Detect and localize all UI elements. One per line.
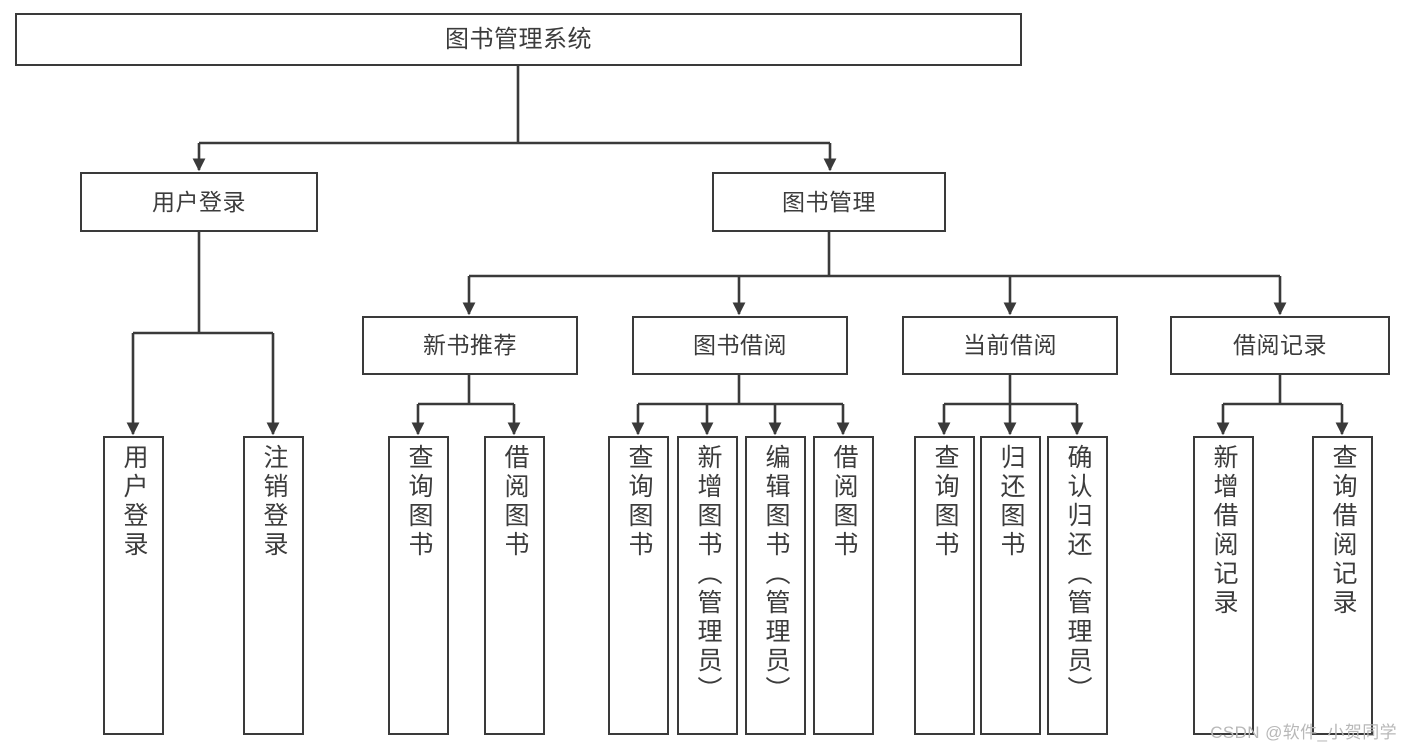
node-book-borrow[interactable]: 图书借阅 [632, 316, 848, 375]
node-label: 查询图书 [625, 444, 653, 560]
leaf-new-book-query[interactable]: 查询图书 [388, 436, 449, 735]
leaf-book-borrow-edit[interactable]: 编辑图书（管理员） [745, 436, 806, 735]
leaf-new-book-borrow[interactable]: 借阅图书 [484, 436, 545, 735]
leaf-current-borrow-return[interactable]: 归还图书 [980, 436, 1041, 735]
leaf-book-borrow-add[interactable]: 新增图书（管理员） [677, 436, 738, 735]
leaf-borrow-record-add[interactable]: 新增借阅记录 [1193, 436, 1254, 735]
node-borrow-record[interactable]: 借阅记录 [1170, 316, 1390, 375]
node-label: 用户登录 [120, 444, 148, 560]
node-label: 图书管理 [782, 188, 876, 215]
node-label: 新增图书（管理员） [694, 444, 722, 705]
node-label: 图书借阅 [693, 332, 787, 359]
node-root-system[interactable]: 图书管理系统 [15, 13, 1022, 66]
node-book-management[interactable]: 图书管理 [712, 172, 946, 232]
node-current-borrow[interactable]: 当前借阅 [902, 316, 1118, 375]
node-new-book-recommend[interactable]: 新书推荐 [362, 316, 578, 375]
leaf-user-login-login[interactable]: 用户登录 [103, 436, 164, 735]
node-label: 注销登录 [260, 444, 288, 560]
leaf-borrow-record-query[interactable]: 查询借阅记录 [1312, 436, 1373, 735]
node-label: 借阅记录 [1233, 332, 1327, 359]
node-label: 当前借阅 [963, 332, 1057, 359]
leaf-book-borrow-query[interactable]: 查询图书 [608, 436, 669, 735]
node-label: 新增借阅记录 [1210, 444, 1238, 618]
node-label: 用户登录 [152, 188, 246, 215]
leaf-current-borrow-confirm-return[interactable]: 确认归还（管理员） [1047, 436, 1108, 735]
node-label: 图书管理系统 [445, 25, 592, 53]
node-label: 借阅图书 [501, 444, 529, 560]
node-label: 查询借阅记录 [1329, 444, 1357, 618]
leaf-book-borrow-lend[interactable]: 借阅图书 [813, 436, 874, 735]
node-label: 编辑图书（管理员） [762, 444, 790, 705]
node-user-login[interactable]: 用户登录 [80, 172, 318, 232]
node-label: 确认归还（管理员） [1064, 444, 1092, 705]
leaf-current-borrow-query[interactable]: 查询图书 [914, 436, 975, 735]
node-label: 新书推荐 [423, 332, 517, 359]
node-label: 查询图书 [405, 444, 433, 560]
node-label: 查询图书 [931, 444, 959, 560]
node-label: 归还图书 [997, 444, 1025, 560]
node-label: 借阅图书 [830, 444, 858, 560]
leaf-user-login-logout[interactable]: 注销登录 [243, 436, 304, 735]
csdn-watermark: CSDN @软件_小贺同学 [1210, 723, 1397, 742]
